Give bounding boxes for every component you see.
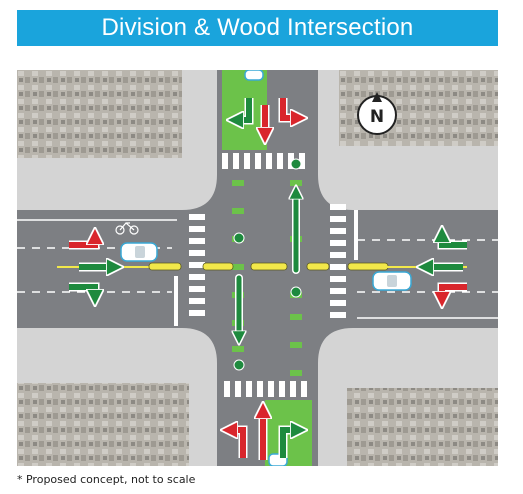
crosswalk-west [189, 214, 205, 316]
right-turn-arrow-icon [69, 282, 95, 298]
right-turn-arrow-icon [235, 98, 254, 120]
left-turn-arrow-icon [442, 282, 467, 300]
car-icon [120, 242, 158, 262]
left-turn-arrow-icon [278, 98, 299, 118]
crosswalk-south [224, 381, 307, 397]
compass-label: N [370, 107, 384, 127]
stop-bar-east [354, 210, 358, 260]
building-block-nw [17, 70, 182, 158]
bike-signal-icons [233, 158, 302, 371]
compass-icon: N [357, 92, 397, 135]
right-turn-arrow-icon [442, 234, 467, 250]
building-block-se [347, 388, 498, 466]
bicycle-icon [115, 222, 139, 235]
page-title: Division & Wood Intersection [101, 14, 414, 41]
left-turn-arrow-icon [229, 430, 248, 458]
car-icon [244, 70, 264, 81]
building-block-sw [17, 383, 189, 466]
stop-bar-west [174, 276, 178, 326]
intersection-diagram: N [17, 70, 498, 466]
right-turn-arrow-icon [278, 430, 299, 458]
crosswalk-east [330, 204, 346, 318]
footnote: * Proposed concept, not to scale [17, 473, 196, 486]
car-icon [372, 271, 412, 291]
left-turn-arrow-icon [69, 236, 95, 250]
title-banner: Division & Wood Intersection [17, 10, 498, 46]
crosswalk-north [222, 153, 305, 169]
